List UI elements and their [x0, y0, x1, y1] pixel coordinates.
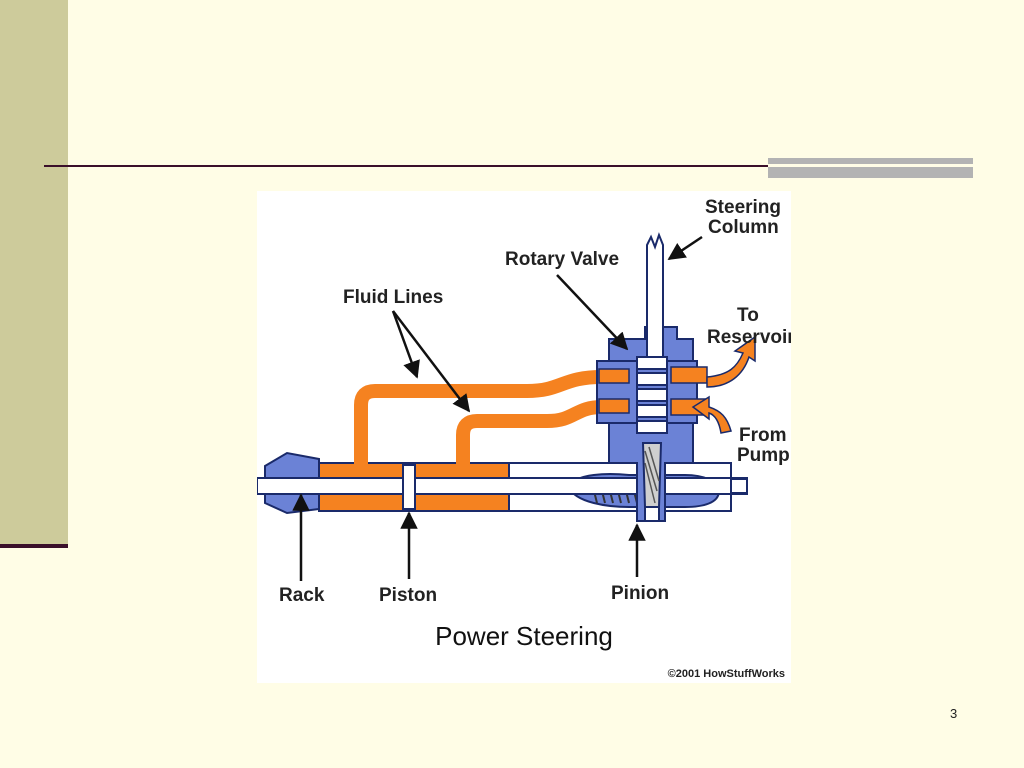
diagram-canvas: Steering Column Rotary Valve Fluid Lines… — [257, 197, 791, 606]
fluid-line-lower — [456, 400, 622, 465]
page-number: 3 — [950, 706, 958, 721]
figure-caption: Power Steering — [435, 621, 613, 651]
steering-column-shaft — [646, 232, 664, 358]
copyright-notice: ©2001 HowStuffWorks — [667, 668, 785, 680]
steering-column-label-line2: Column — [708, 217, 779, 238]
label-arrows — [292, 235, 703, 581]
rotary-valve-label: Rotary Valve — [505, 249, 619, 270]
fluid-lines-label: Fluid Lines — [343, 287, 443, 308]
to-reservoir-label-line1: To — [737, 305, 759, 326]
from-pump-arrow — [691, 395, 732, 434]
fluid-line-upper — [354, 370, 622, 465]
piston-label: Piston — [379, 585, 437, 606]
side-accent-bar — [0, 0, 68, 546]
piston — [402, 464, 416, 510]
valve-spool — [636, 356, 668, 434]
pinion-lines — [644, 446, 660, 504]
power-steering-diagram: Steering Column Rotary Valve Fluid Lines… — [257, 191, 791, 683]
from-pump-label-line2: Pump — [737, 445, 790, 466]
rack-rod — [257, 477, 748, 495]
side-accent-underline — [0, 544, 68, 548]
to-reservoir-label-line2: Reservoir — [707, 327, 791, 348]
pinion-label: Pinion — [611, 583, 669, 604]
divider-accent-block — [768, 158, 973, 178]
rack-label: Rack — [279, 585, 325, 606]
to-reservoir-arrow — [706, 335, 756, 388]
from-pump-label-line1: From — [739, 425, 787, 446]
steering-column-label-line1: Steering — [705, 197, 781, 218]
rack-right-end — [730, 478, 748, 494]
valve-ports — [598, 366, 708, 416]
pinion-tip — [644, 506, 660, 522]
title-divider-line — [44, 165, 768, 167]
